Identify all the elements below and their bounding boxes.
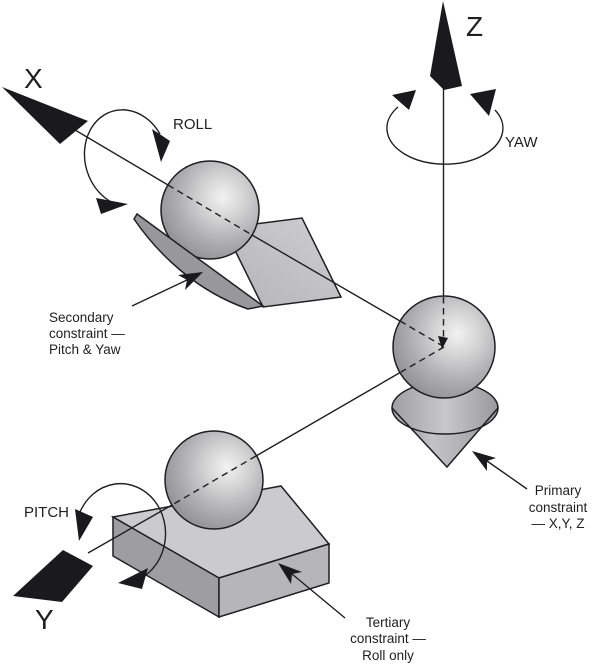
x-axis-line-upper bbox=[69, 126, 169, 186]
pitch-arrowhead-upper-icon bbox=[75, 509, 93, 541]
y-axis-arrow-icon bbox=[13, 550, 93, 602]
x-axis-arrow-icon bbox=[2, 87, 88, 144]
y-axis-line-lower bbox=[87, 504, 173, 554]
yaw-arc bbox=[386, 106, 504, 165]
z-axis-label: Z bbox=[466, 11, 483, 42]
pitch-label: PITCH bbox=[24, 504, 69, 521]
cone-sides bbox=[391, 407, 499, 469]
roll-arc bbox=[83, 109, 161, 207]
vee-plate bbox=[222, 217, 343, 308]
yaw-arrowhead-left-icon bbox=[392, 90, 416, 110]
primary-constraint-line2: constraint bbox=[529, 500, 588, 515]
y-dash-tertiary-sphere bbox=[171, 455, 257, 506]
primary-constraint-line3: — X,Y, Z bbox=[531, 516, 584, 531]
vee-lip bbox=[133, 212, 265, 310]
y-axis-line-upper bbox=[255, 371, 402, 457]
secondary-constraint-line2: constraint — bbox=[49, 326, 125, 341]
x-axis-line-lower bbox=[251, 234, 401, 322]
origin-arrowhead-icon bbox=[438, 336, 448, 349]
base-plate bbox=[110, 485, 331, 619]
tertiary-constraint-line1: Tertiary bbox=[366, 615, 411, 630]
x-dash-secondary-sphere bbox=[167, 184, 253, 236]
z-axis-arrow-icon bbox=[430, 1, 462, 90]
primary-leader bbox=[472, 451, 528, 490]
base-plate-front-face bbox=[218, 542, 330, 619]
primary-leader-line bbox=[486, 460, 528, 490]
pitch-arc bbox=[79, 482, 167, 582]
yaw-label: YAW bbox=[505, 134, 538, 151]
tertiary-leader bbox=[278, 563, 346, 619]
primary-leader-arrowhead-icon bbox=[472, 451, 496, 471]
axis-lines bbox=[69, 86, 445, 554]
x-axis-label: X bbox=[24, 63, 43, 94]
roll-label: ROLL bbox=[173, 116, 212, 133]
tertiary-constraint-line3: Roll only bbox=[362, 648, 414, 663]
tertiary-constraint-label: Tertiary constraint — Roll only bbox=[350, 615, 426, 663]
secondary-leader-line bbox=[131, 279, 188, 307]
primary-constraint-line1: Primary bbox=[535, 483, 582, 498]
secondary-constraint-line3: Pitch & Yaw bbox=[49, 342, 121, 357]
secondary-leader bbox=[131, 272, 203, 307]
x-dash-primary-sphere bbox=[399, 320, 442, 346]
tertiary-leader-arrowhead-icon bbox=[278, 563, 302, 584]
dashed-axis-segments bbox=[167, 184, 448, 506]
secondary-constraint-line1: Secondary bbox=[49, 310, 114, 325]
secondary-leader-arrowhead-icon bbox=[178, 272, 203, 290]
tertiary-leader-line bbox=[291, 573, 346, 619]
secondary-constraint-label: Secondary constraint — Pitch & Yaw bbox=[49, 310, 125, 357]
tertiary-constraint-line2: constraint — bbox=[350, 631, 426, 646]
primary-constraint-label: Primary constraint — X,Y, Z bbox=[529, 483, 588, 531]
yaw-arrowhead-right-icon bbox=[470, 89, 496, 116]
y-axis-label: Y bbox=[35, 604, 54, 635]
roll-arrowhead-lower-icon bbox=[96, 198, 128, 214]
roll-indicator bbox=[83, 109, 170, 214]
yaw-indicator bbox=[386, 89, 504, 165]
cone-seat bbox=[391, 381, 499, 469]
roll-arrowhead-upper-icon bbox=[152, 129, 170, 162]
pitch-indicator bbox=[75, 482, 167, 589]
y-dash-primary-sphere bbox=[400, 346, 445, 373]
pitch-arrowhead-lower-icon bbox=[118, 568, 148, 589]
